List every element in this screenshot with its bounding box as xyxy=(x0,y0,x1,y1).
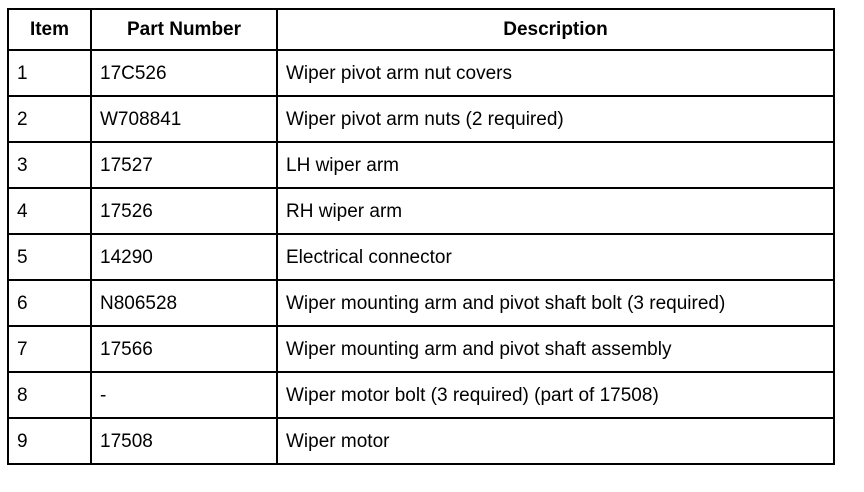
parts-table: Item Part Number Description 1 17C526 Wi… xyxy=(7,8,835,465)
cell-description: Wiper pivot arm nut covers xyxy=(276,49,835,97)
table-row: 2 W708841 Wiper pivot arm nuts (2 requir… xyxy=(7,95,835,143)
table-row: 4 17526 RH wiper arm xyxy=(7,187,835,235)
cell-item: 6 xyxy=(7,279,92,327)
cell-part-number: W708841 xyxy=(90,95,278,143)
cell-item: 8 xyxy=(7,371,92,419)
cell-part-number: 17C526 xyxy=(90,49,278,97)
cell-item: 2 xyxy=(7,95,92,143)
table-row: 9 17508 Wiper motor xyxy=(7,417,835,465)
cell-description: Wiper pivot arm nuts (2 required) xyxy=(276,95,835,143)
table-header: Item Part Number Description xyxy=(7,8,835,51)
cell-part-number: 14290 xyxy=(90,233,278,281)
cell-item: 9 xyxy=(7,417,92,465)
cell-description: Electrical connector xyxy=(276,233,835,281)
column-header-item: Item xyxy=(7,8,92,51)
cell-description: RH wiper arm xyxy=(276,187,835,235)
column-header-part-number: Part Number xyxy=(90,8,278,51)
table-row: 7 17566 Wiper mounting arm and pivot sha… xyxy=(7,325,835,373)
cell-description: LH wiper arm xyxy=(276,141,835,189)
table-row: 5 14290 Electrical connector xyxy=(7,233,835,281)
cell-part-number: N806528 xyxy=(90,279,278,327)
column-header-description: Description xyxy=(276,8,835,51)
cell-part-number: 17526 xyxy=(90,187,278,235)
cell-item: 4 xyxy=(7,187,92,235)
table-body: 1 17C526 Wiper pivot arm nut covers 2 W7… xyxy=(7,49,835,465)
cell-item: 5 xyxy=(7,233,92,281)
cell-item: 1 xyxy=(7,49,92,97)
cell-part-number: - xyxy=(90,371,278,419)
cell-part-number: 17566 xyxy=(90,325,278,373)
cell-part-number: 17508 xyxy=(90,417,278,465)
table-header-row: Item Part Number Description xyxy=(7,8,835,51)
table-row: 1 17C526 Wiper pivot arm nut covers xyxy=(7,49,835,97)
cell-description: Wiper mounting arm and pivot shaft assem… xyxy=(276,325,835,373)
cell-item: 3 xyxy=(7,141,92,189)
table-row: 6 N806528 Wiper mounting arm and pivot s… xyxy=(7,279,835,327)
cell-description: Wiper motor bolt (3 required) (part of 1… xyxy=(276,371,835,419)
table-row: 3 17527 LH wiper arm xyxy=(7,141,835,189)
cell-description: Wiper motor xyxy=(276,417,835,465)
table-row: 8 - Wiper motor bolt (3 required) (part … xyxy=(7,371,835,419)
cell-part-number: 17527 xyxy=(90,141,278,189)
cell-item: 7 xyxy=(7,325,92,373)
cell-description: Wiper mounting arm and pivot shaft bolt … xyxy=(276,279,835,327)
